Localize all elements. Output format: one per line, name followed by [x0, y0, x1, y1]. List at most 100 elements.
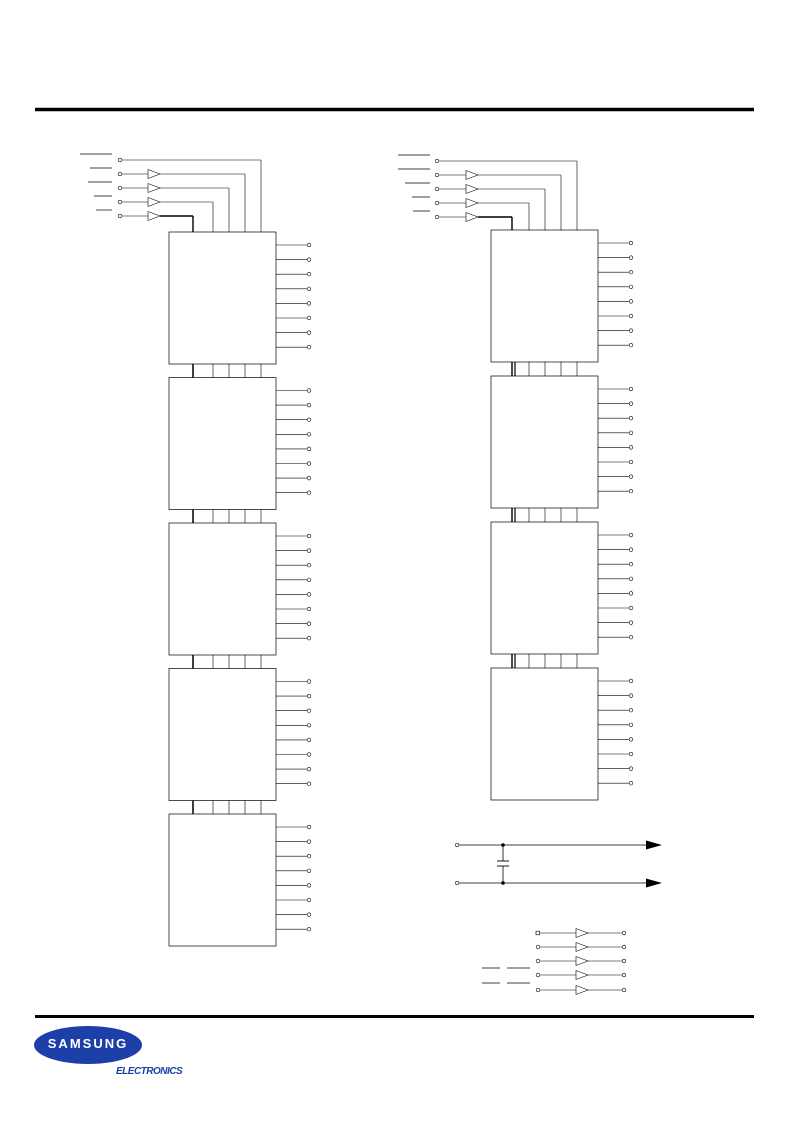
output-pin	[306, 242, 312, 248]
output-pin	[628, 547, 634, 552]
supply-pin	[454, 842, 460, 848]
output-pin	[628, 605, 634, 611]
memory-module	[168, 377, 277, 510]
input-buffer	[147, 169, 161, 179]
output-pin	[306, 752, 312, 757]
output-pin	[628, 489, 634, 494]
input-buffer	[465, 198, 479, 208]
output-pin	[628, 708, 634, 713]
output-pin	[306, 330, 312, 335]
output-pin	[628, 284, 634, 289]
output-pin	[306, 548, 312, 553]
legend-buffer	[575, 928, 589, 938]
output-pin	[306, 824, 312, 830]
legend-input-pin	[535, 958, 541, 964]
input-buffer	[465, 170, 479, 180]
output-pin	[306, 272, 312, 277]
legend-output-pin	[621, 930, 627, 936]
input-buffer	[147, 197, 161, 207]
input-buffer	[147, 211, 161, 221]
legend-input-pin	[535, 987, 541, 993]
output-pin	[306, 679, 312, 684]
input-buffer	[465, 184, 479, 194]
right-module-stack	[398, 154, 634, 801]
arrow-head	[646, 840, 662, 850]
memory-module	[490, 375, 599, 509]
output-pin	[628, 430, 634, 435]
output-pin	[628, 270, 634, 275]
control-input-pin	[117, 199, 123, 205]
output-pin	[306, 693, 312, 699]
control-input-pin	[434, 158, 440, 164]
output-pin	[306, 927, 312, 932]
legend-output-pin	[621, 958, 627, 964]
output-pin	[628, 401, 634, 406]
output-pin	[306, 476, 312, 481]
output-pin	[306, 257, 312, 262]
memory-module	[168, 522, 277, 656]
output-pin	[628, 766, 634, 771]
legend-buffer	[575, 956, 589, 966]
output-pin	[306, 636, 312, 641]
supply-pin	[454, 880, 460, 886]
output-pin	[628, 255, 634, 260]
output-pin	[306, 432, 312, 437]
output-pin	[306, 563, 312, 568]
legend-output-pin	[621, 987, 627, 993]
output-pin	[306, 897, 312, 903]
output-pin	[628, 576, 634, 581]
memory-module	[168, 813, 277, 947]
control-input-pin	[434, 186, 440, 192]
control-input-pin	[117, 185, 123, 191]
control-input-pin	[117, 213, 123, 219]
output-pin	[628, 620, 634, 625]
control-input-pin	[434, 200, 440, 206]
input-buffer	[147, 183, 161, 193]
output-pin	[628, 737, 634, 742]
output-pin	[306, 737, 312, 743]
output-pin	[306, 461, 312, 466]
output-pin	[628, 328, 634, 333]
output-pin	[306, 912, 312, 917]
samsung-logo: SAMSUNG ELECTRONICS	[34, 1026, 204, 1086]
input-buffer	[465, 212, 479, 222]
output-pin	[306, 766, 312, 772]
legend-input-pin	[535, 944, 541, 950]
control-input-pin	[434, 172, 440, 178]
arrow-head	[646, 878, 662, 888]
output-pin	[628, 678, 634, 684]
output-pin	[306, 533, 312, 539]
output-pin	[628, 562, 634, 567]
output-pin	[628, 751, 634, 757]
output-pin	[306, 723, 312, 728]
output-pin	[628, 445, 634, 450]
legend-buffer	[575, 970, 589, 980]
memory-module	[168, 231, 277, 365]
output-pin	[306, 854, 312, 859]
memory-module	[490, 521, 599, 655]
control-input-pin	[434, 214, 440, 220]
output-pin	[628, 591, 634, 596]
legend-input-pin	[535, 972, 541, 978]
legend-output-pin	[621, 972, 627, 978]
output-pin	[306, 286, 312, 291]
output-pin	[306, 592, 312, 597]
legend-buffer	[575, 942, 589, 952]
output-pin	[628, 386, 634, 392]
output-pin	[628, 474, 634, 479]
legend-output-pin	[621, 944, 627, 950]
output-pin	[306, 490, 312, 495]
output-pin	[628, 459, 634, 465]
logo-text: SAMSUNG	[47, 1036, 129, 1051]
legend-input-pin	[535, 930, 540, 936]
output-pin	[306, 345, 312, 350]
output-pin	[306, 403, 312, 408]
output-pin	[628, 532, 634, 538]
output-pin	[306, 708, 312, 713]
output-pin	[628, 343, 634, 348]
output-pin	[628, 693, 634, 698]
output-pin	[306, 839, 312, 844]
output-pin	[628, 313, 634, 319]
left-module-stack	[80, 153, 312, 947]
